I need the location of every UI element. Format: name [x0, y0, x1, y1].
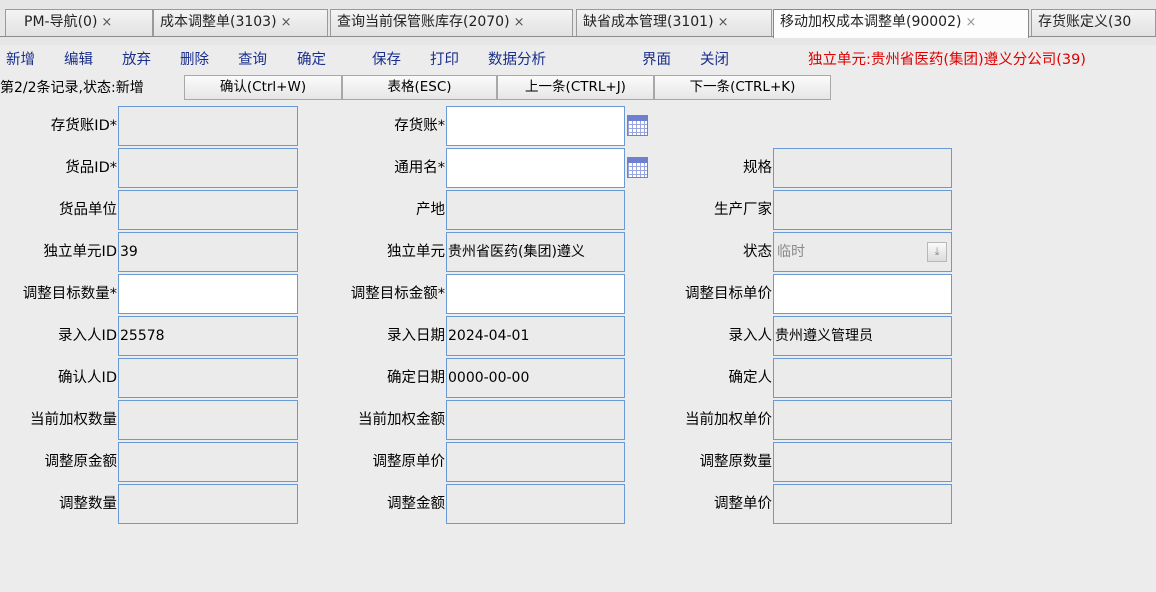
spec-label: 规格 [743, 160, 772, 176]
stock-account-id-label: 存货账ID* [50, 118, 117, 134]
tab-label: 缺省成本管理(3101) [583, 14, 714, 30]
orig-qty-label: 调整原数量 [699, 454, 773, 470]
tab-pm-nav[interactable]: PM-导航(0)× [5, 9, 153, 36]
origin-label: 产地 [416, 202, 445, 218]
tab-cost-adjust[interactable]: 成本调整单(3103)× [153, 9, 328, 36]
orig-price-label: 调整原单价 [372, 454, 446, 470]
adj-price-field[interactable] [773, 484, 952, 524]
origin-field[interactable] [446, 190, 625, 230]
close-icon[interactable]: × [280, 15, 292, 30]
confirm-date-field[interactable]: 0000-00-00 [446, 358, 625, 398]
calendar-grid-icon[interactable] [627, 157, 648, 178]
grid-button[interactable]: 表格(ESC) [342, 75, 497, 100]
target-price-label: 调整目标单价 [685, 286, 772, 302]
confirm-date-label: 确定日期 [387, 370, 445, 386]
close-icon[interactable]: × [513, 15, 525, 30]
cur-qty-label: 当前加权数量 [30, 412, 117, 428]
menu-query[interactable]: 查询 [238, 52, 267, 68]
prev-record-button[interactable]: 上一条(CTRL+J) [497, 75, 654, 100]
cur-price-label: 当前加权单价 [685, 412, 772, 428]
tab-label: 查询当前保管账库存(2070) [337, 14, 510, 30]
entry-date-field[interactable]: 2024-04-01 [446, 316, 625, 356]
menu-edit[interactable]: 编辑 [64, 52, 93, 68]
entry-user-id-field[interactable]: 25578 [118, 316, 298, 356]
menu-close[interactable]: 关闭 [700, 52, 729, 68]
next-record-button[interactable]: 下一条(CTRL+K) [654, 75, 831, 100]
menu-new[interactable]: 新增 [6, 52, 35, 68]
adj-qty-label: 调整数量 [59, 496, 117, 512]
generic-name-field[interactable] [446, 148, 625, 188]
unit-name-label: 独立单元 [387, 244, 445, 260]
tab-default-cost[interactable]: 缺省成本管理(3101)× [576, 9, 772, 36]
tab-label: 移动加权成本调整单(90002) [780, 14, 962, 30]
target-qty-label: 调整目标数量* [22, 286, 117, 302]
confirm-user-id-field[interactable] [118, 358, 298, 398]
entry-user-id-label: 录入人ID [58, 328, 117, 344]
menu-confirm[interactable]: 确定 [297, 52, 326, 68]
calendar-grid-icon[interactable] [627, 115, 648, 136]
target-amount-label: 调整目标金额* [350, 286, 445, 302]
unit-id-label: 独立单元ID [43, 244, 117, 260]
close-icon[interactable]: × [717, 15, 729, 30]
unit-name-field[interactable]: 贵州省医药(集团)遵义 [446, 232, 625, 272]
stock-account-label: 存货账* [394, 118, 445, 134]
target-amount-field[interactable] [446, 274, 625, 314]
record-status: 第2/2条记录,状态:新增 [0, 80, 144, 96]
menu-bar: 新增 编辑 放弃 删除 查询 确定 保存 打印 数据分析 界面 关闭 独立单元:… [0, 49, 1156, 71]
tab-label: PM-导航(0) [24, 14, 98, 30]
close-icon[interactable]: × [101, 15, 113, 30]
confirm-button[interactable]: 确认(Ctrl+W) [184, 75, 342, 100]
record-bar: 第2/2条记录,状态:新增 确认(Ctrl+W) 表格(ESC) 上一条(CTR… [0, 75, 1156, 100]
goods-unit-field[interactable] [118, 190, 298, 230]
generic-name-label: 通用名* [394, 160, 445, 176]
goods-unit-label: 货品单位 [59, 202, 117, 218]
cur-amount-label: 当前加权金额 [358, 412, 445, 428]
tab-moving-weighted-cost[interactable]: 移动加权成本调整单(90002)× [773, 9, 1029, 38]
stock-account-id-field[interactable] [118, 106, 298, 146]
menu-delete[interactable]: 删除 [180, 52, 209, 68]
tab-stock-account-def[interactable]: 存货账定义(30 [1031, 9, 1156, 36]
status-select[interactable]: 临时 ⤓ [773, 232, 952, 272]
entry-user-field[interactable]: 贵州遵义管理员 [773, 316, 952, 356]
stock-account-field[interactable] [446, 106, 625, 146]
confirm-user-field[interactable] [773, 358, 952, 398]
cur-price-field[interactable] [773, 400, 952, 440]
orig-price-field[interactable] [446, 442, 625, 482]
status-value: 临时 [777, 244, 805, 260]
menu-save[interactable]: 保存 [372, 52, 401, 68]
cur-qty-field[interactable] [118, 400, 298, 440]
orig-qty-field[interactable] [773, 442, 952, 482]
goods-id-label: 货品ID* [65, 160, 117, 176]
close-icon[interactable]: × [965, 15, 977, 30]
orig-amount-field[interactable] [118, 442, 298, 482]
goods-id-field[interactable] [118, 148, 298, 188]
independent-unit-label: 独立单元:贵州省医药(集团)遵义分公司(39) [808, 52, 1086, 68]
tab-label: 成本调整单(3103) [160, 14, 277, 30]
menu-data-analysis[interactable]: 数据分析 [488, 52, 546, 68]
unit-id-field[interactable]: 39 [118, 232, 298, 272]
entry-date-label: 录入日期 [387, 328, 445, 344]
target-qty-field[interactable] [118, 274, 298, 314]
tab-bar: PM-导航(0)× 成本调整单(3103)× 查询当前保管账库存(2070)× … [0, 0, 1156, 45]
cur-amount-field[interactable] [446, 400, 625, 440]
menu-discard[interactable]: 放弃 [122, 52, 151, 68]
orig-amount-label: 调整原金额 [44, 454, 118, 470]
entry-user-label: 录入人 [728, 328, 773, 344]
menu-interface[interactable]: 界面 [642, 52, 671, 68]
adj-amount-label: 调整金额 [387, 496, 445, 512]
adj-amount-field[interactable] [446, 484, 625, 524]
manufacturer-label: 生产厂家 [714, 202, 772, 218]
tab-label: 存货账定义(30 [1038, 14, 1132, 30]
spec-field[interactable] [773, 148, 952, 188]
manufacturer-field[interactable] [773, 190, 952, 230]
confirm-user-label: 确定人 [728, 370, 773, 386]
tab-query-stock[interactable]: 查询当前保管账库存(2070)× [330, 9, 573, 36]
target-price-field[interactable] [773, 274, 952, 314]
menu-print[interactable]: 打印 [430, 52, 459, 68]
arrow-down-icon[interactable]: ⤓ [927, 242, 947, 262]
adj-qty-field[interactable] [118, 484, 298, 524]
adj-price-label: 调整单价 [714, 496, 772, 512]
status-label: 状态 [743, 244, 772, 260]
confirm-user-id-label: 确认人ID [58, 370, 117, 386]
